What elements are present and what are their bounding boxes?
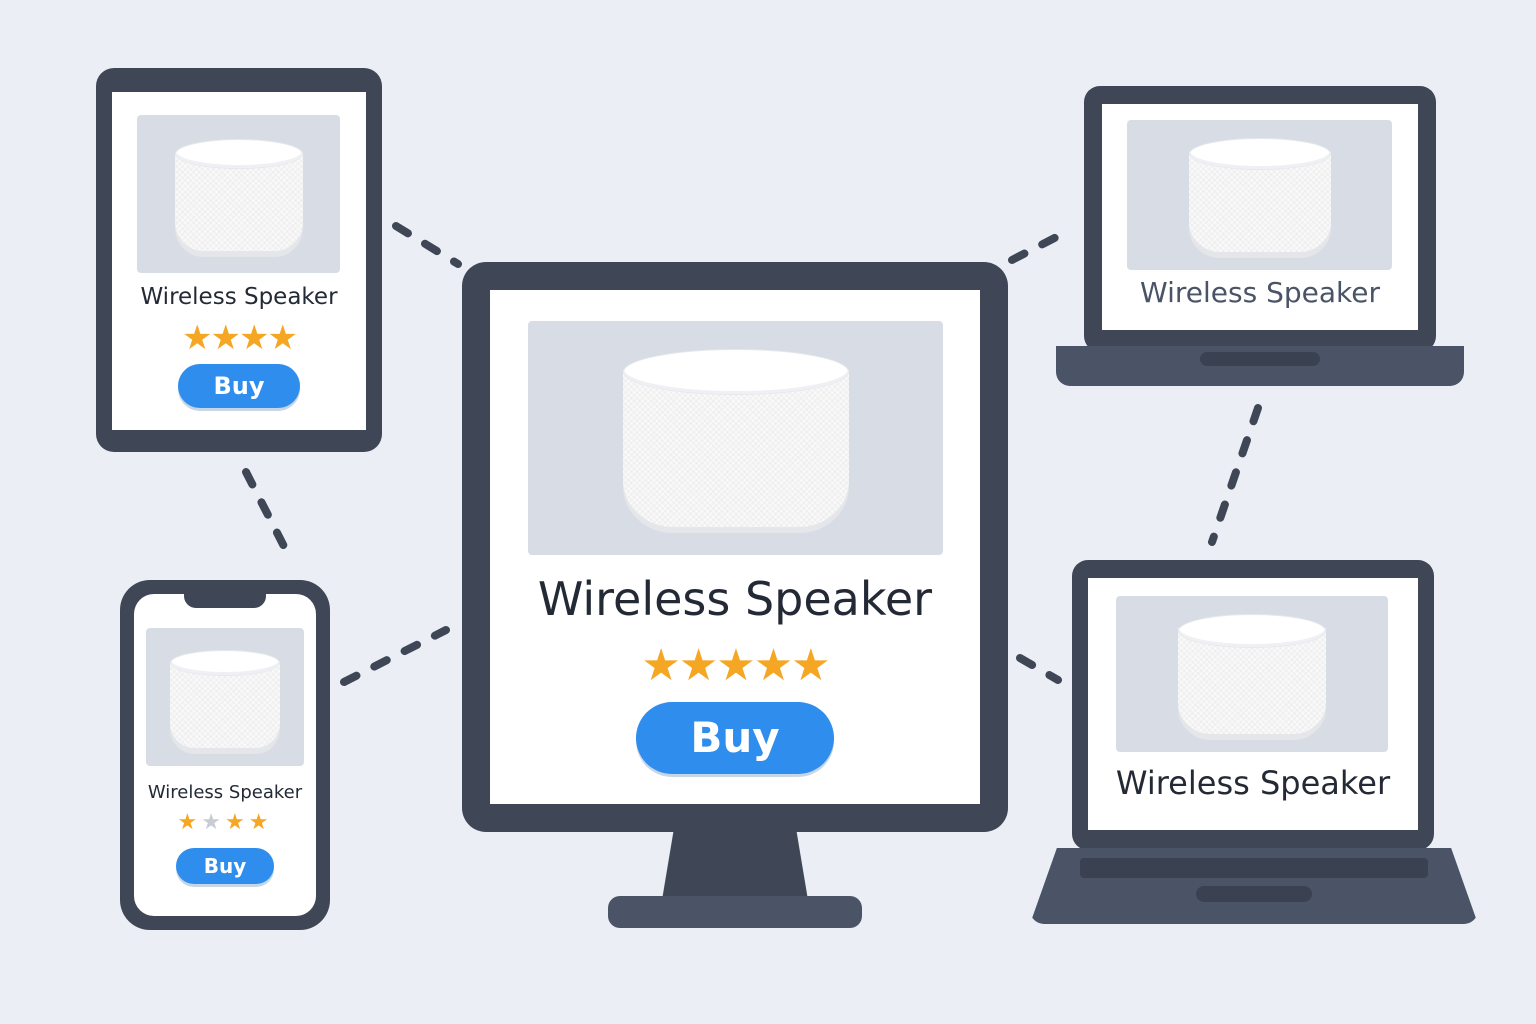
monitor-stand	[608, 896, 862, 928]
star-icon: ★	[716, 640, 755, 691]
star-rating: ★★★★★	[490, 640, 980, 691]
star-icon: ★	[678, 640, 718, 691]
star-icon: ★	[267, 318, 298, 358]
star-icon: ★	[248, 810, 273, 835]
laptop-top-device: Wireless Speaker	[1084, 86, 1436, 352]
buy-button[interactable]: Buy	[636, 702, 834, 774]
product-title: Wireless Speaker	[1115, 764, 1391, 802]
speaker-icon	[1188, 138, 1331, 252]
star-icon: ★	[753, 640, 793, 691]
laptop-top-keyboard-base	[1056, 346, 1464, 386]
desktop-screen: Wireless Speaker ★★★★★ Buy	[490, 290, 980, 804]
phone-notch	[184, 594, 266, 608]
buy-button[interactable]: Buy	[178, 364, 300, 408]
phone-device: Wireless Speaker ★★★★ Buy	[120, 580, 330, 930]
phone-screen: Wireless Speaker ★★★★ Buy	[134, 594, 316, 916]
desktop-monitor: Wireless Speaker ★★★★★ Buy	[462, 262, 1008, 832]
connector-desktop-laptop-top	[1008, 226, 1074, 264]
star-icon: ★	[641, 640, 680, 691]
speaker-icon	[1178, 614, 1326, 734]
star-icon: ★	[182, 318, 213, 358]
laptop-trackpad-notch	[1200, 352, 1320, 366]
laptop-top-screen: Wireless Speaker	[1102, 104, 1418, 330]
product-title: Wireless Speaker	[537, 572, 933, 626]
product-title: Wireless Speaker	[147, 782, 303, 803]
product-image	[1116, 596, 1388, 752]
star-rating: ★★★★	[134, 810, 316, 835]
laptop-keyboard-area	[1080, 858, 1428, 878]
star-icon: ★	[210, 318, 242, 358]
product-title: Wireless Speaker	[1140, 276, 1380, 309]
product-image	[137, 115, 340, 273]
tablet-device: Wireless Speaker ★★★★ Buy	[96, 68, 382, 452]
star-faded-icon: ★	[201, 810, 225, 835]
product-title: Wireless Speaker	[140, 284, 338, 310]
star-icon: ★	[225, 810, 249, 835]
speaker-icon	[174, 139, 303, 251]
product-image	[146, 628, 304, 766]
buy-button[interactable]: Buy	[176, 848, 274, 884]
connector-phone-desktop	[340, 626, 450, 686]
product-image	[528, 321, 943, 555]
speaker-icon	[622, 349, 849, 527]
monitor-neck	[662, 830, 808, 900]
star-icon: ★	[791, 640, 830, 691]
connector-desktop-laptop-bottom	[1016, 654, 1062, 684]
laptop-bottom-device: Wireless Speaker	[1072, 560, 1434, 850]
laptop-trackpad	[1196, 886, 1312, 902]
star-icon: ★	[177, 810, 202, 835]
connector-tablet-desktop	[392, 222, 462, 268]
star-icon: ★	[239, 318, 270, 358]
product-image	[1127, 120, 1392, 270]
star-rating: ★★★★	[112, 318, 366, 358]
connector-laptops	[1208, 404, 1262, 546]
tablet-screen: Wireless Speaker ★★★★ Buy	[112, 92, 366, 430]
laptop-bottom-screen: Wireless Speaker	[1088, 578, 1418, 830]
connector-tablet-phone	[242, 468, 296, 566]
speaker-icon	[170, 650, 280, 748]
laptop-bottom-keyboard-base	[1030, 848, 1478, 924]
